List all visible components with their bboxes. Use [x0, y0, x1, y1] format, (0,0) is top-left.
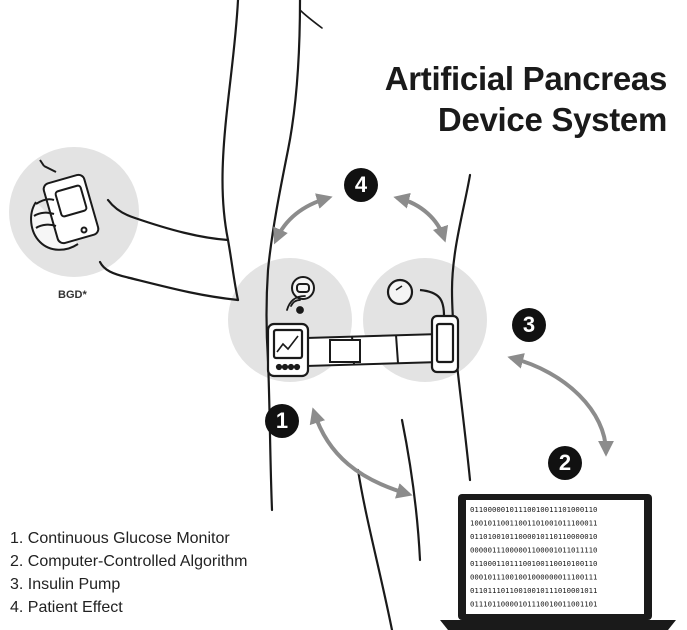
legend-item: 4. Patient Effect: [10, 596, 247, 619]
legend: 1. Continuous Glucose Monitor 2. Compute…: [10, 527, 247, 619]
step-badge-2: 2: [548, 446, 582, 480]
arrow-4-right: [398, 198, 444, 238]
laptop-code-line: 00010111001001000000011100111: [470, 573, 597, 582]
laptop-code-line: 01110110000101110010011001101: [470, 600, 597, 609]
legend-item: 2. Computer-Controlled Algorithm: [10, 550, 247, 573]
laptop-code-line: 01101110110010010111010001011: [470, 586, 597, 595]
laptop-code-line: 01100011011100100110010100110: [470, 559, 597, 568]
title-line-1: Artificial Pancreas: [385, 58, 667, 99]
diagram-title: Artificial Pancreas Device System: [385, 58, 667, 140]
laptop-code-line: 00000111000001100001011011110: [470, 546, 597, 555]
belt-icon: [306, 334, 440, 366]
legend-item: 3. Insulin Pump: [10, 573, 247, 596]
step-badge-1: 1: [265, 404, 299, 438]
step-badge-3: 3: [512, 308, 546, 342]
step-badge-4: 4: [344, 168, 378, 202]
laptop-code-line: 01101001011000010110110000010: [470, 532, 597, 541]
arrow-4-left: [276, 198, 328, 240]
bgd-label: BGD*: [58, 289, 87, 301]
receiver-device-icon: [268, 324, 308, 376]
laptop-code-line: 10010110011001101001011100011: [470, 519, 597, 528]
arrow-2-3: [512, 358, 606, 452]
title-line-2: Device System: [385, 99, 667, 140]
laptop-code-line: 01100000101110010011101000110: [470, 505, 597, 514]
legend-item: 1. Continuous Glucose Monitor: [10, 527, 247, 550]
